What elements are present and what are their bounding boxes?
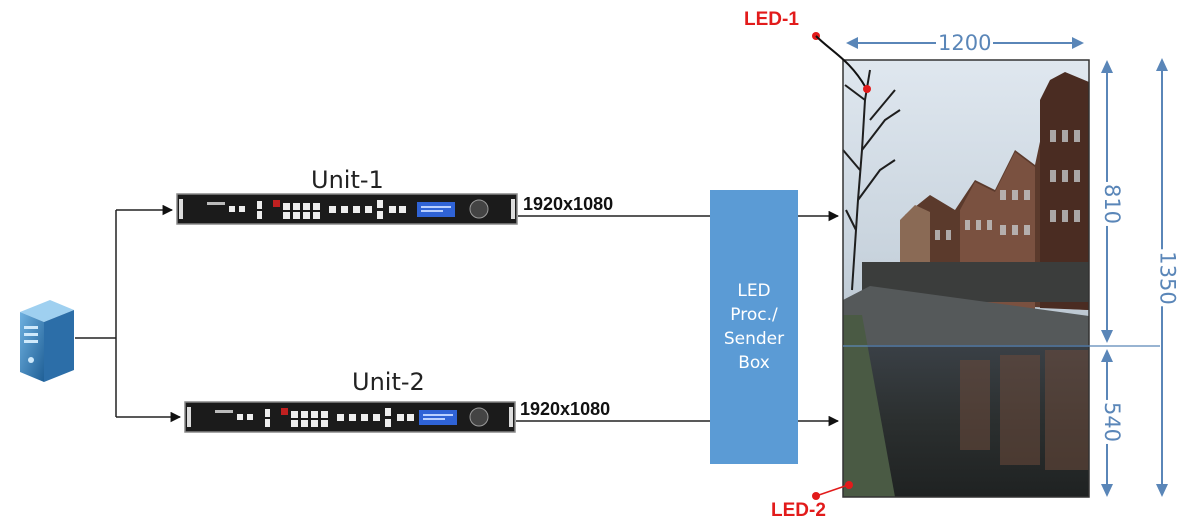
lower-height-label: 540 [1100,399,1125,445]
source-connectors [75,204,182,423]
width-dimension-label: 1200 [936,31,994,55]
led-2-marker [812,481,853,500]
unit-2-resolution: 1920x1080 [520,399,611,419]
sender-box-line: LED [737,281,771,301]
led-2-label: LED-2 [771,500,826,521]
led-wall-image [842,59,1160,498]
led-1-label: LED-1 [744,9,799,30]
unit-1-title: Unit-1 [311,166,384,194]
sender-box-line: Box [738,353,770,373]
total-height-label: 1350 [1155,249,1180,307]
unit-2-title: Unit-2 [352,368,425,396]
led-1-marker [812,32,871,93]
sender-box-line: Sender [723,329,785,349]
led-sender-box [710,190,798,464]
unit-2-device [184,401,516,433]
upper-height-label: 810 [1100,181,1125,227]
computer-tower-icon [20,300,74,382]
sender-box-label: LED Proc./ Sender Box [710,190,798,464]
unit-1-device [176,193,518,225]
sender-box-line: Proc./ [730,305,778,325]
unit-1-resolution: 1920x1080 [523,194,614,214]
